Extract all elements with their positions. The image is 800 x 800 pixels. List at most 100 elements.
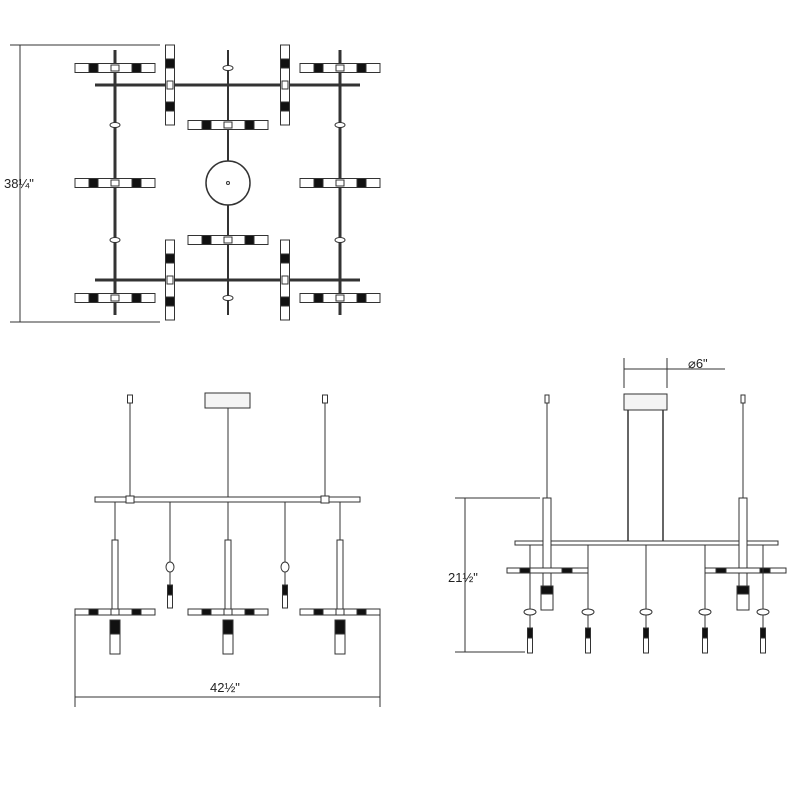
connector bbox=[110, 64, 120, 72]
canopy bbox=[205, 160, 251, 206]
lamp-socket bbox=[736, 585, 750, 595]
pendant-disc bbox=[756, 608, 770, 616]
lamp-socket bbox=[131, 178, 142, 188]
lamp-glass bbox=[280, 44, 290, 60]
top-view bbox=[10, 44, 381, 323]
lamp-socket bbox=[165, 101, 175, 112]
connector bbox=[335, 294, 345, 302]
lamp-socket bbox=[131, 63, 142, 73]
lamp-glass bbox=[140, 63, 156, 73]
front-view-width-label: 42½" bbox=[210, 680, 240, 695]
cable-cap bbox=[544, 394, 550, 404]
connector bbox=[281, 80, 289, 90]
pendant-disc bbox=[698, 608, 712, 616]
lamp-glass bbox=[540, 593, 554, 611]
lamp-rod bbox=[336, 539, 344, 613]
pendant-disc bbox=[523, 608, 537, 616]
lamp-socket bbox=[88, 63, 99, 73]
lamp-socket bbox=[88, 178, 99, 188]
lamp-socket bbox=[313, 608, 324, 616]
lamp-glass bbox=[165, 305, 175, 321]
joint bbox=[109, 237, 121, 243]
lamp-glass bbox=[299, 178, 315, 188]
canopy-center bbox=[226, 181, 230, 185]
connector bbox=[223, 608, 233, 616]
lamp-socket bbox=[88, 608, 99, 616]
lamp-socket bbox=[244, 120, 255, 130]
connector bbox=[281, 275, 289, 285]
lamp-socket bbox=[561, 567, 573, 574]
bar-clamp bbox=[125, 495, 135, 504]
lamp-socket bbox=[585, 627, 591, 639]
connector bbox=[335, 608, 345, 616]
side-view bbox=[455, 358, 787, 654]
lamp-socket bbox=[519, 567, 531, 574]
lamp-socket bbox=[201, 235, 212, 245]
lamp-glass bbox=[187, 608, 203, 616]
lamp-socket bbox=[165, 253, 175, 264]
lamp-glass bbox=[280, 110, 290, 126]
lamp-glass bbox=[527, 637, 533, 654]
pendant-disc bbox=[581, 608, 595, 616]
lamp-socket bbox=[280, 101, 290, 112]
front-view bbox=[74, 392, 381, 707]
connector bbox=[223, 236, 233, 244]
connector bbox=[166, 275, 174, 285]
connector bbox=[110, 608, 120, 616]
lamp-glass bbox=[299, 293, 315, 303]
lamp-glass bbox=[253, 235, 269, 245]
pendant-disc bbox=[165, 561, 175, 573]
lamp-socket bbox=[201, 120, 212, 130]
lamp-socket bbox=[313, 293, 324, 303]
lamp-socket bbox=[244, 608, 255, 616]
lamp-socket bbox=[356, 293, 367, 303]
main-bar bbox=[94, 496, 361, 503]
lamp-socket bbox=[540, 585, 554, 595]
connector bbox=[110, 179, 120, 187]
lamp-socket bbox=[244, 235, 255, 245]
canopy bbox=[204, 392, 251, 409]
connector bbox=[110, 294, 120, 302]
lamp-socket bbox=[165, 296, 175, 307]
cross-arm bbox=[506, 567, 589, 574]
lamp-socket bbox=[280, 58, 290, 69]
lamp-socket bbox=[760, 627, 766, 639]
pendant-disc bbox=[280, 561, 290, 573]
lamp-socket bbox=[165, 58, 175, 69]
lamp-glass bbox=[167, 594, 173, 609]
connector bbox=[335, 64, 345, 72]
lamp-glass bbox=[282, 594, 288, 609]
lamp-glass bbox=[253, 608, 269, 616]
lamp-socket bbox=[334, 619, 346, 635]
lamp-glass bbox=[165, 239, 175, 255]
lamp-socket bbox=[356, 63, 367, 73]
joint bbox=[334, 237, 346, 243]
cable-cap bbox=[127, 394, 133, 404]
lamp-glass bbox=[365, 608, 381, 616]
lamp-glass bbox=[365, 293, 381, 303]
joint bbox=[109, 122, 121, 128]
lamp-socket bbox=[313, 178, 324, 188]
lamp-socket bbox=[201, 608, 212, 616]
lamp-glass bbox=[74, 178, 90, 188]
lamp-socket bbox=[280, 296, 290, 307]
lamp-glass bbox=[280, 305, 290, 321]
lamp-socket bbox=[131, 608, 142, 616]
canopy bbox=[623, 393, 668, 411]
joint bbox=[222, 65, 234, 71]
bar-clamp bbox=[320, 495, 330, 504]
lamp-glass bbox=[140, 293, 156, 303]
lamp-rod bbox=[111, 539, 119, 613]
lamp-glass bbox=[365, 63, 381, 73]
connector bbox=[166, 80, 174, 90]
lamp-socket bbox=[313, 63, 324, 73]
lamp-glass bbox=[109, 633, 121, 655]
lamp-glass bbox=[280, 239, 290, 255]
lamp-glass bbox=[299, 63, 315, 73]
lamp-socket bbox=[527, 627, 533, 639]
lamp-glass bbox=[140, 178, 156, 188]
lamp-glass bbox=[702, 637, 708, 654]
cable-cap bbox=[740, 394, 746, 404]
